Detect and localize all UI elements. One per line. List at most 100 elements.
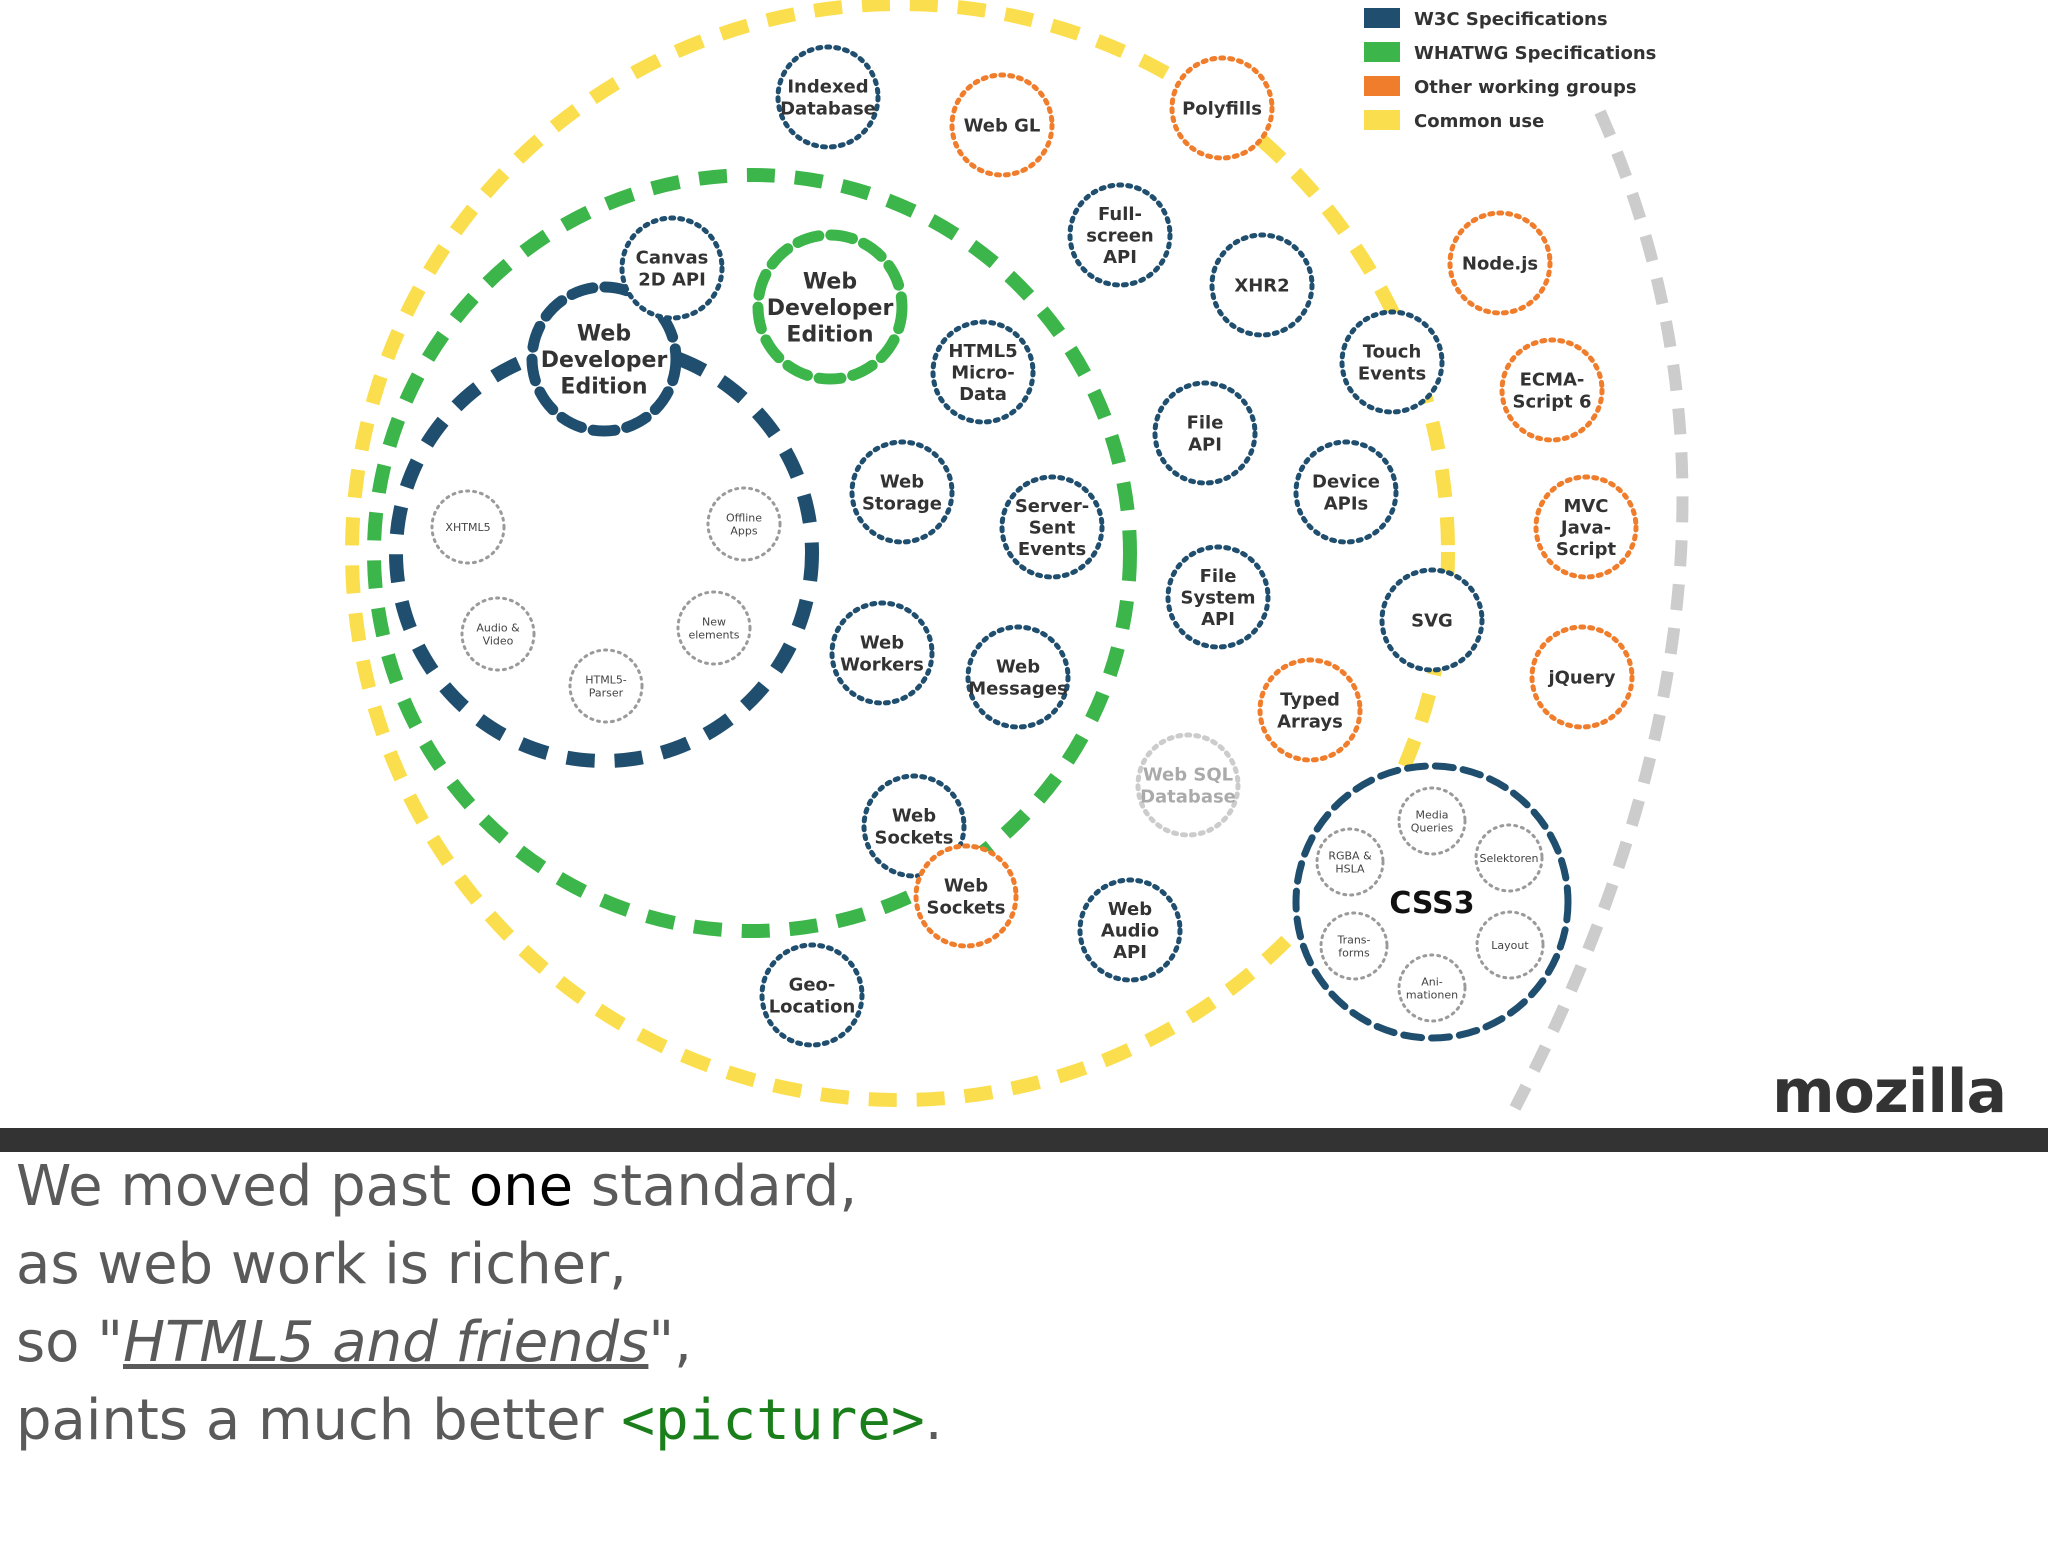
node-label: mationen <box>1406 989 1458 1002</box>
node-label: New <box>702 615 726 628</box>
node-label: Workers <box>840 654 924 675</box>
node-label: Arrays <box>1277 711 1343 732</box>
node-label: Web <box>860 633 904 654</box>
node-outline <box>1499 337 1605 443</box>
caption-line-3: so "HTML5 and friends", <box>16 1310 692 1375</box>
caption: We moved past one standard, as web work … <box>16 1148 2016 1460</box>
sub-node-selektoren: Selektoren <box>1474 823 1544 893</box>
whatwg-ring <box>367 168 1137 938</box>
node-outline <box>1447 210 1553 316</box>
node-label: ECMA- <box>1520 370 1585 391</box>
node-outline <box>1165 544 1271 650</box>
node-label: jQuery <box>1547 667 1615 688</box>
node-label: Messages <box>968 678 1068 699</box>
legend-label: Other working groups <box>1414 77 1637 98</box>
node-outline <box>965 624 1071 730</box>
node-label: HSLA <box>1335 863 1365 876</box>
node-label: Web <box>892 806 936 827</box>
node-label: 2D API <box>638 269 706 290</box>
node-label: HTML5- <box>585 673 627 686</box>
node-label: XHTML5 <box>445 521 490 534</box>
node-outline <box>1379 567 1485 673</box>
node-label: API <box>1188 434 1222 455</box>
node-label: Geo- <box>789 975 836 996</box>
legend-label: Common use <box>1414 111 1544 132</box>
node-outline <box>949 72 1055 178</box>
node-label: Polyfills <box>1182 98 1262 119</box>
node-label: MVC <box>1563 496 1608 517</box>
node-outline <box>568 648 644 724</box>
node-outline <box>849 439 955 545</box>
node-label: Developer <box>767 296 894 321</box>
node-outline <box>676 590 752 666</box>
sub-node-xhtml5: XHTML5 <box>430 489 506 565</box>
node-outline <box>1397 786 1467 856</box>
node-outline <box>460 596 536 672</box>
legend-label: W3C Specifications <box>1414 9 1608 30</box>
node-label: Database <box>1140 786 1236 807</box>
divider-bar <box>0 1128 2048 1152</box>
node-label: Node.js <box>1462 253 1538 274</box>
node-label: APIs <box>1324 493 1369 514</box>
node-outline <box>829 600 935 706</box>
node-label: CSS3 <box>1389 886 1474 921</box>
node-label: Indexed <box>787 77 868 98</box>
node-label: Web SQL <box>1143 765 1233 786</box>
node-label: Script 6 <box>1513 391 1592 412</box>
node-label: XHR2 <box>1234 275 1289 296</box>
node-label: Trans- <box>1336 933 1370 946</box>
node-outline <box>752 229 908 385</box>
sub-node-rgba-hsla: RGBA &HSLA <box>1315 827 1385 897</box>
node-label: Audio & <box>476 621 520 634</box>
legend-swatch <box>1364 8 1400 28</box>
legend-item-w3c-specifications: W3C Specifications <box>1364 8 1608 30</box>
node-label: API <box>1113 942 1147 963</box>
node-outline <box>1257 657 1363 763</box>
node-label: Storage <box>862 493 942 514</box>
node-label: Server- <box>1015 496 1089 517</box>
node-label: Audio <box>1101 920 1159 941</box>
node-label: Web <box>944 876 988 897</box>
sub-node-layout: Layout <box>1475 910 1545 980</box>
node-outline <box>526 281 682 437</box>
node-label: File <box>1200 566 1237 587</box>
node-outline <box>913 843 1019 949</box>
node-outline <box>930 319 1036 425</box>
node-label: System <box>1181 587 1256 608</box>
node-outline <box>1397 953 1467 1023</box>
node-label: RGBA & <box>1328 849 1372 862</box>
node-outline <box>1077 877 1183 983</box>
node-outline <box>1169 55 1275 161</box>
legend-swatch <box>1364 42 1400 62</box>
node-label: Offline <box>726 511 762 524</box>
node-label: File <box>1187 413 1224 434</box>
node-outline <box>759 942 865 1048</box>
node-node-js: Node.js <box>1447 210 1553 316</box>
node-label: Full- <box>1098 204 1142 225</box>
node-outline <box>1475 910 1545 980</box>
node-label: Device <box>1312 472 1380 493</box>
sub-node-ani-mationen: Ani-mationen <box>1397 953 1467 1023</box>
legend-item-whatwg-specifications: WHATWG Specifications <box>1364 42 1656 64</box>
node-label: Touch <box>1363 342 1422 363</box>
node-label: Queries <box>1411 822 1454 835</box>
node-outline <box>430 489 506 565</box>
node-label: Sent <box>1029 517 1076 538</box>
node-label: Data <box>959 384 1007 405</box>
node-geo-location: Geo-Location <box>759 942 865 1048</box>
node-label: Edition <box>786 322 873 347</box>
emphasis-one: one <box>468 1154 574 1219</box>
legend-label: WHATWG Specifications <box>1414 43 1656 64</box>
node-label: Edition <box>560 374 647 399</box>
html5-and-friends-link[interactable]: HTML5 and friends <box>123 1310 649 1375</box>
